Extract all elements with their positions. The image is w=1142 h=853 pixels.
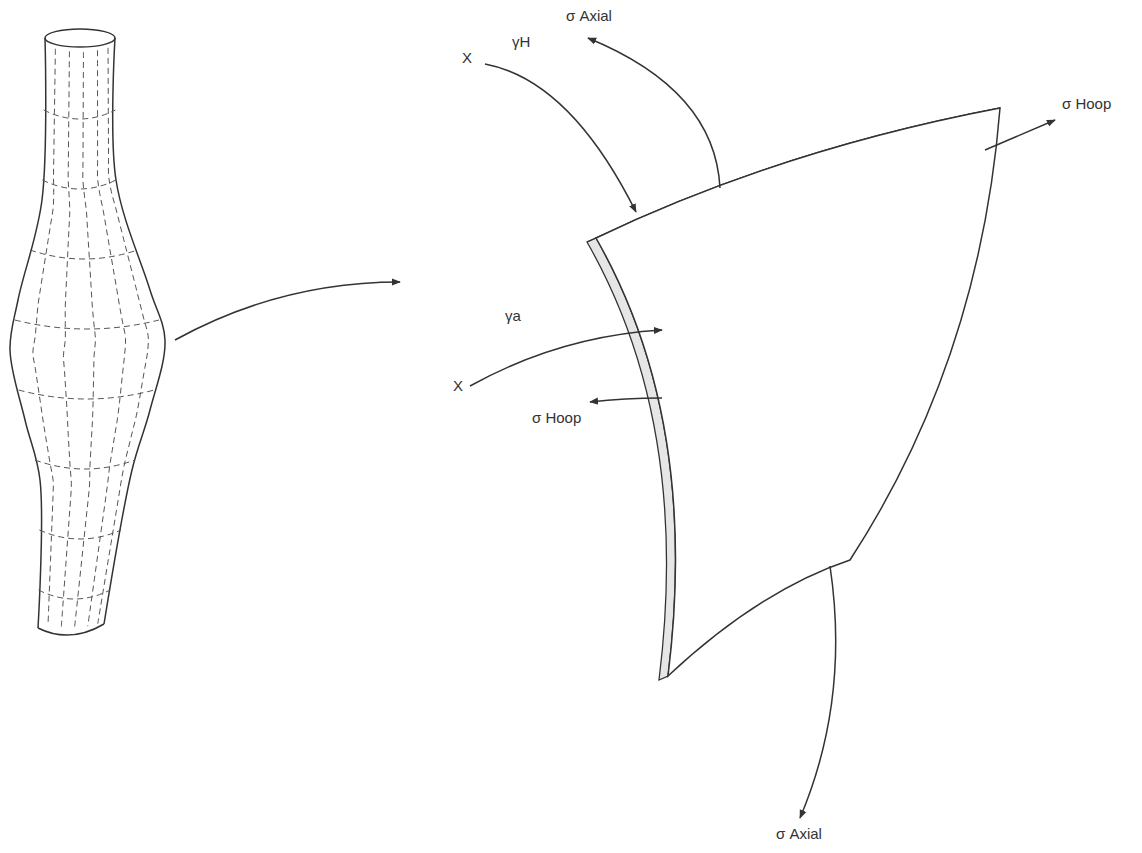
grid-line	[88, 50, 126, 626]
bulged-tube	[10, 29, 165, 635]
grid-line	[33, 49, 55, 625]
tube-end	[45, 29, 115, 47]
stress-label: σ Axial	[566, 8, 612, 25]
axial-arrow	[588, 38, 720, 188]
stress-arrows	[470, 38, 1055, 818]
hoop-arrow	[985, 120, 1055, 150]
stress-label: σ Hoop	[532, 410, 581, 427]
grid-line	[98, 48, 149, 624]
tube-outline	[10, 38, 46, 628]
grid-line	[61, 51, 71, 627]
axial-arrow	[800, 566, 836, 818]
tube-outline	[104, 38, 165, 624]
stress-label: σ Axial	[776, 826, 822, 843]
section-mark: X	[453, 378, 463, 395]
tube-end	[38, 624, 104, 635]
radius-label: γa	[505, 308, 521, 325]
hoop-arrow	[590, 398, 662, 402]
stress-label: σ Hoop	[1062, 96, 1111, 113]
radius-label: γH	[512, 34, 530, 51]
detail-arrow	[175, 282, 400, 340]
shell-element	[587, 108, 1000, 680]
section-mark: X	[462, 50, 472, 67]
grid-line	[75, 52, 96, 628]
radius-arrow	[470, 330, 662, 386]
radius-arrow	[485, 64, 636, 212]
shell-face	[596, 108, 1000, 676]
